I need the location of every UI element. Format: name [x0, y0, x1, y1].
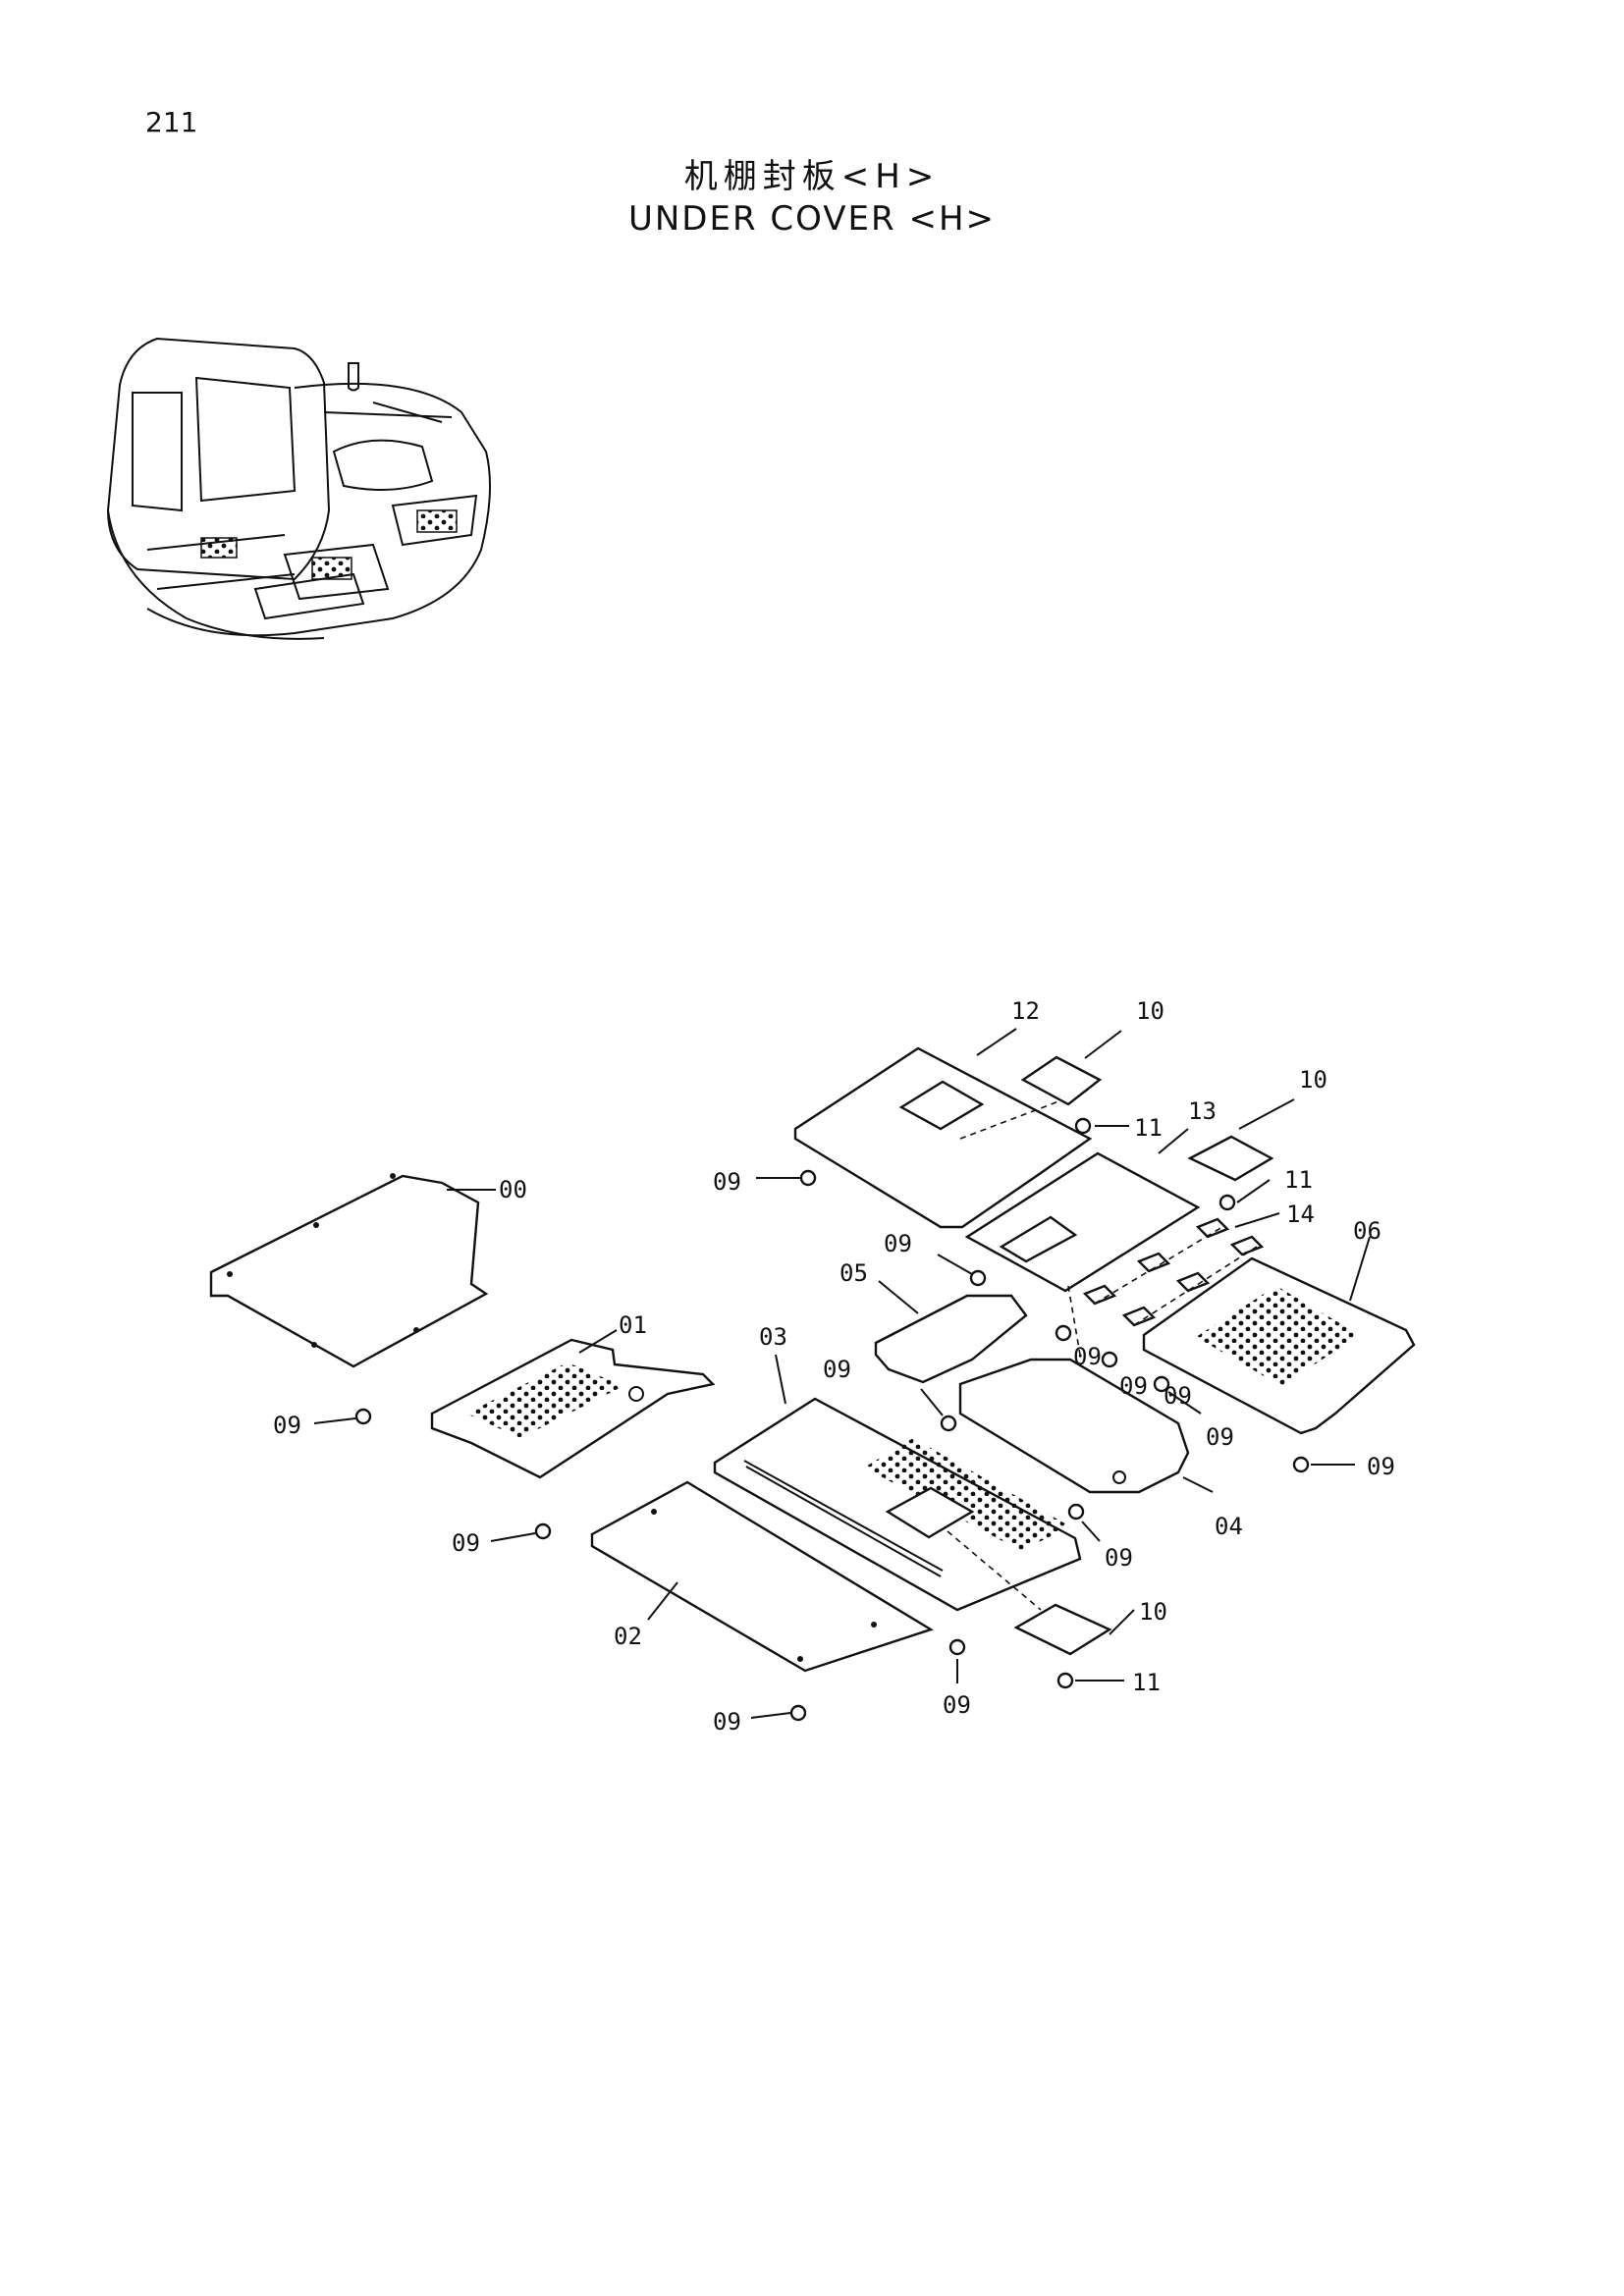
callout-label: 10 [1299, 1066, 1327, 1094]
callout-label: 09 [1119, 1372, 1148, 1400]
callout-label: 09 [943, 1691, 971, 1719]
callout-label: 11 [1284, 1166, 1313, 1194]
callout-label: 12 [1011, 997, 1040, 1025]
title-chinese: 机棚封板<H> [683, 157, 941, 196]
callout-label: 00 [499, 1176, 527, 1203]
part-12-cover-plate [793, 1046, 1093, 1229]
title-english: UNDER COVER <H> [627, 199, 997, 239]
callout-label: 14 [1286, 1201, 1315, 1228]
callout-label: 09 [1164, 1382, 1192, 1410]
callout-label: 09 [273, 1412, 301, 1439]
bolt-fasteners [354, 1117, 1310, 1722]
callout-label: 10 [1139, 1598, 1167, 1626]
part-01-perforated-plate [430, 1338, 716, 1479]
callout-label: 09 [1073, 1343, 1102, 1370]
part-10-plate-lower [1013, 1603, 1112, 1656]
part-10-plate-upper [1020, 1055, 1103, 1106]
callout-label: 11 [1134, 1114, 1163, 1142]
part-10-plate-middle [1187, 1135, 1274, 1182]
part-00-cover-plate [209, 1173, 489, 1368]
part-02-cover-plate [590, 1480, 934, 1673]
part-14-brackets [1082, 1217, 1265, 1327]
leader-lines [313, 1028, 1371, 1719]
callout-label: 09 [1105, 1544, 1133, 1572]
callout-label: 02 [614, 1623, 642, 1650]
callout-label: 10 [1136, 997, 1164, 1025]
callout-label: 04 [1215, 1513, 1243, 1540]
callout-label: 09 [823, 1356, 851, 1383]
callout-label: 06 [1353, 1217, 1381, 1245]
part-13-cover-plate [964, 1151, 1201, 1356]
part-03-perforated-plate [713, 1397, 1082, 1612]
callout-label: 01 [619, 1311, 647, 1339]
page-number: 211 [145, 106, 198, 138]
callout-label: 09 [713, 1708, 741, 1735]
callout-label: 09 [1206, 1423, 1234, 1451]
callout-label: 13 [1188, 1097, 1217, 1125]
callout-label: 03 [759, 1323, 787, 1351]
callout-label: 09 [713, 1168, 741, 1196]
callout-label: 09 [884, 1230, 912, 1257]
part-05-cover-plate [874, 1294, 1028, 1384]
part-04-cover-plate [958, 1358, 1190, 1494]
callout-label: 05 [839, 1259, 868, 1287]
callout-label: 11 [1132, 1669, 1161, 1696]
machine-location-thumbnail [106, 337, 491, 640]
callout-label: 09 [452, 1529, 480, 1557]
callout-label: 09 [1367, 1453, 1395, 1480]
part-06-perforated-plate [1142, 1256, 1416, 1435]
